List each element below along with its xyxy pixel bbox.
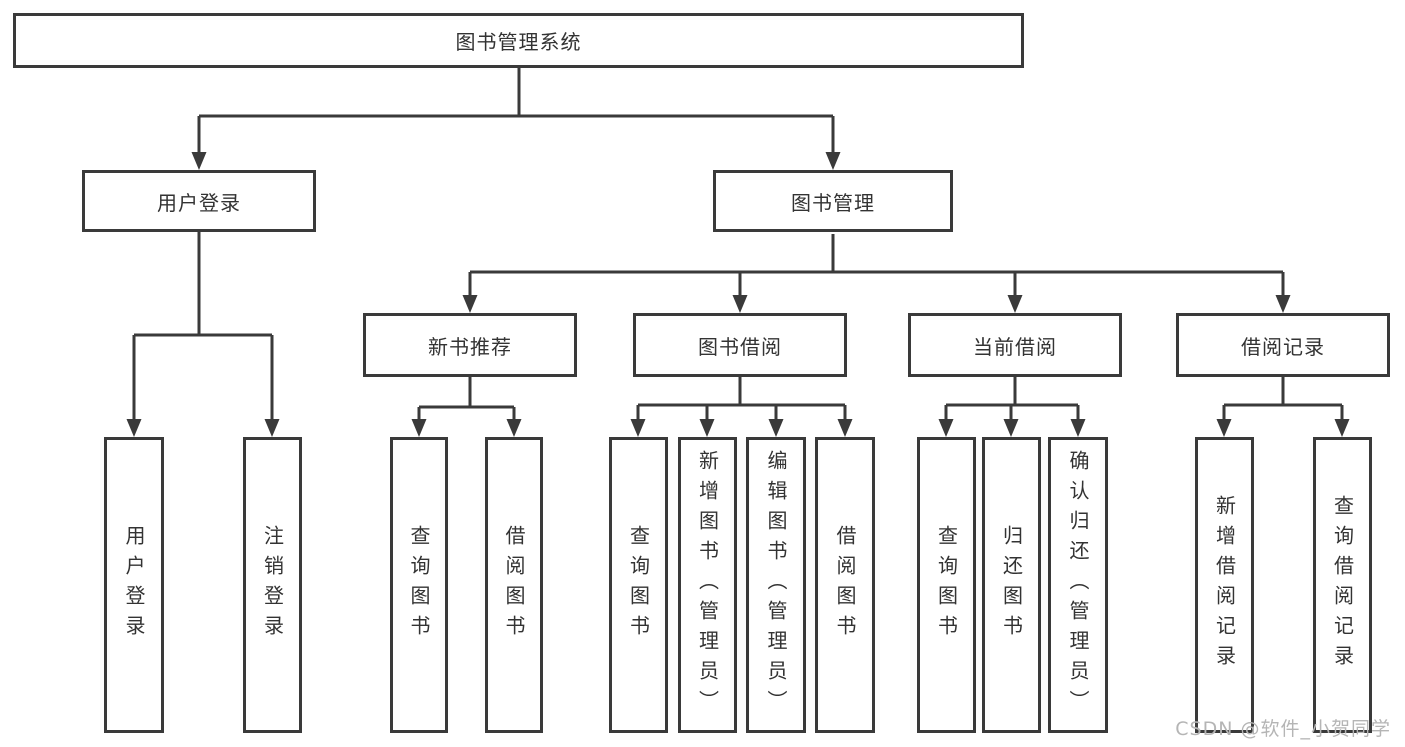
arrowhead-icon bbox=[191, 152, 207, 170]
arrowhead-icon bbox=[264, 419, 280, 437]
leaf-edit-books-admin: 编辑图书（管理员） bbox=[746, 437, 806, 733]
leaf-confirm-return-admin: 确认归还（管理员） bbox=[1048, 437, 1108, 733]
arrowhead-icon bbox=[462, 295, 478, 313]
arrowhead-icon bbox=[506, 419, 522, 437]
watermark: CSDN @软件_小贺同学 bbox=[1175, 718, 1391, 740]
leaf-query-books-borrowing: 查询图书 bbox=[609, 437, 668, 733]
leaf-user-login: 用户登录 bbox=[104, 437, 164, 733]
arrowhead-icon bbox=[1003, 419, 1019, 437]
node-user-login: 用户登录 bbox=[82, 170, 316, 232]
arrowhead-icon bbox=[1216, 419, 1232, 437]
arrowhead-icon bbox=[411, 419, 427, 437]
leaf-query-borrow-record: 查询借阅记录 bbox=[1313, 437, 1372, 733]
arrowhead-icon bbox=[938, 419, 954, 437]
leaf-query-books-recommend: 查询图书 bbox=[390, 437, 448, 733]
leaf-borrow-books-recommend: 借阅图书 bbox=[485, 437, 543, 733]
node-book-management: 图书管理 bbox=[713, 170, 953, 232]
arrowhead-icon bbox=[1334, 419, 1350, 437]
leaf-query-books-current: 查询图书 bbox=[917, 437, 976, 733]
arrowhead-icon bbox=[1275, 295, 1291, 313]
arrowhead-icon bbox=[630, 419, 646, 437]
arrowhead-icon bbox=[1070, 419, 1086, 437]
node-borrowing-records: 借阅记录 bbox=[1176, 313, 1390, 377]
arrowhead-icon bbox=[825, 152, 841, 170]
arrowhead-icon bbox=[732, 295, 748, 313]
arrowhead-icon bbox=[837, 419, 853, 437]
arrowhead-icon bbox=[699, 419, 715, 437]
arrowhead-icon bbox=[126, 419, 142, 437]
node-current-borrowing: 当前借阅 bbox=[908, 313, 1122, 377]
leaf-logout: 注销登录 bbox=[243, 437, 302, 733]
arrowhead-icon bbox=[768, 419, 784, 437]
leaf-return-books: 归还图书 bbox=[982, 437, 1041, 733]
node-new-book-recommendation: 新书推荐 bbox=[363, 313, 577, 377]
node-book-borrowing: 图书借阅 bbox=[633, 313, 847, 377]
leaf-borrow-books-borrowing: 借阅图书 bbox=[815, 437, 875, 733]
leaf-add-borrow-record: 新增借阅记录 bbox=[1195, 437, 1254, 733]
leaf-add-books-admin: 新增图书（管理员） bbox=[678, 437, 737, 733]
node-library-management-system: 图书管理系统 bbox=[13, 13, 1024, 68]
arrowhead-icon bbox=[1007, 295, 1023, 313]
